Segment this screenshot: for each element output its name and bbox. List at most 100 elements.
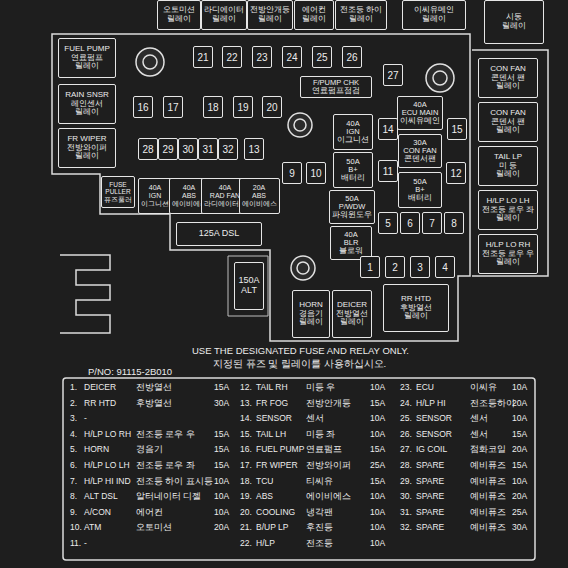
box-text: 릴레이 bbox=[349, 15, 373, 24]
fuse-rating: 10A bbox=[370, 414, 385, 424]
fuse-number: 27. bbox=[400, 445, 412, 455]
box-text: 13 bbox=[248, 144, 259, 155]
table-cell: 이씨유 bbox=[470, 383, 497, 393]
box-text: 18 bbox=[207, 102, 218, 113]
fuse-rating: 10A bbox=[370, 383, 385, 393]
table-cell: 에어컨 bbox=[136, 508, 163, 518]
table-cell: SPARE bbox=[416, 461, 444, 471]
fuse-number: 4. bbox=[70, 430, 77, 440]
table-cell: 전방안개등 bbox=[306, 399, 351, 409]
fuse-rating: 10A bbox=[512, 383, 527, 393]
box-text: 릴레이 bbox=[75, 152, 99, 161]
box-text: HORN bbox=[299, 301, 323, 310]
box-text: 150A bbox=[238, 276, 259, 286]
fuse-slot: 29 bbox=[158, 138, 178, 160]
fuse-number: 2. bbox=[70, 399, 77, 409]
box-text: 12 bbox=[450, 168, 461, 179]
fuse-rating: 15A bbox=[512, 461, 527, 471]
box-text: 에이비에스 bbox=[242, 200, 277, 208]
table-cell: SPARE bbox=[416, 492, 444, 502]
box-text: 경음기 bbox=[299, 310, 323, 319]
box-text: 후방열선 bbox=[400, 304, 432, 313]
box-text: 블로워 bbox=[339, 247, 363, 255]
box-text: 에어컨 bbox=[302, 6, 326, 15]
fuse-slot: 18 bbox=[203, 96, 223, 118]
fuse-slot: 32 bbox=[218, 138, 238, 160]
fuse-number: 23. bbox=[400, 383, 412, 393]
box-text: CON FAN bbox=[490, 65, 526, 74]
fuse-number: 28. bbox=[400, 461, 412, 471]
warning-note: USE THE DESIGNATED FUSE AND RELAY ONLY. bbox=[192, 346, 409, 357]
fuse-rating: 15A bbox=[370, 399, 385, 409]
box-text: 29 bbox=[162, 144, 173, 155]
box-text: TAIL LP bbox=[494, 153, 522, 162]
box-text: H/LP LO RH bbox=[486, 241, 530, 250]
box-text: 릴레이 bbox=[422, 15, 446, 24]
box-text: P/WDW bbox=[339, 203, 366, 211]
fuse-number: 29. bbox=[400, 477, 412, 487]
fuse-slot: 26 bbox=[342, 46, 362, 68]
box-text: 3 bbox=[417, 262, 423, 273]
fuse-slot: 25 bbox=[312, 46, 332, 68]
table-cell: 티씨유 bbox=[306, 477, 333, 487]
fuse-slot: 23 bbox=[252, 46, 272, 68]
box-text: 40A bbox=[344, 231, 357, 239]
fuse-slot: 30 bbox=[178, 138, 198, 160]
box-text: F/PUMP CHK bbox=[313, 79, 359, 87]
table-cell: 점화코일 bbox=[470, 445, 506, 455]
box-text: 16 bbox=[137, 102, 148, 113]
main-fuse: 40AIGN이그니션 bbox=[333, 114, 373, 150]
box-text: 전방열선 bbox=[336, 310, 368, 319]
table-cell: 전조등 로우 우 bbox=[136, 430, 195, 440]
table-cell: H/LP HI bbox=[416, 399, 446, 409]
fuse-number: 22. bbox=[240, 539, 252, 549]
box-text: 전방와이퍼 bbox=[67, 144, 107, 153]
table-cell: 오토미션 bbox=[136, 523, 172, 533]
box-text: 50A bbox=[413, 178, 426, 186]
fuse-rating: 10A bbox=[512, 414, 527, 424]
panel-outline bbox=[472, 50, 548, 276]
box-text: 11 bbox=[383, 166, 393, 177]
main-fuse: 40AIGN이그니션 bbox=[138, 178, 172, 214]
box-text: PULLER bbox=[105, 188, 130, 195]
fuse-rating: 20A bbox=[512, 445, 527, 455]
fuse-slot: 21 bbox=[193, 46, 213, 68]
table-cell: ALT DSL bbox=[84, 492, 118, 502]
box-text: 125A DSL bbox=[199, 229, 240, 239]
table-cell: SENSOR bbox=[256, 414, 292, 424]
box-text: 전방안개등 bbox=[250, 6, 290, 15]
table-cell: ABS bbox=[256, 492, 273, 502]
fuse-number: 31. bbox=[400, 508, 412, 518]
box-text: 6 bbox=[407, 218, 413, 229]
box-text: 40A bbox=[346, 120, 359, 128]
fuse-rating: 30A bbox=[512, 523, 527, 533]
box-text: RR HTD bbox=[401, 295, 431, 304]
fuse-rating: 15A bbox=[512, 430, 527, 440]
table-cell: 예비퓨즈 bbox=[470, 523, 506, 533]
box-text: 릴레이 bbox=[212, 15, 236, 24]
box-text: 21 bbox=[197, 52, 208, 63]
relay-box: 오토미션릴레이 bbox=[157, 0, 201, 30]
box-text: 32 bbox=[222, 144, 233, 155]
fuse-slot: 15 bbox=[447, 118, 467, 140]
fuse-slot: 3 bbox=[410, 256, 430, 278]
table-cell: SPARE bbox=[416, 523, 444, 533]
fuse-rating: 15A bbox=[214, 445, 229, 455]
fuse-number: 10. bbox=[70, 523, 82, 533]
fuse-rating: 20A bbox=[512, 492, 527, 502]
box-text: 19 bbox=[237, 102, 248, 113]
box-text: 20 bbox=[266, 102, 277, 113]
relay-box: RAIN SNSR레인센서릴레이 bbox=[58, 84, 116, 124]
box-text: FR WIPER bbox=[67, 135, 106, 144]
fuse-slot: 19 bbox=[233, 96, 253, 118]
table-cell: FR FOG bbox=[256, 399, 288, 409]
box-text: 40A bbox=[219, 184, 231, 192]
box-text: 27 bbox=[387, 70, 398, 81]
box-text: 26 bbox=[346, 52, 357, 63]
relay-box: 시동릴레이 bbox=[484, 0, 544, 44]
fuse-slot: 17 bbox=[163, 96, 183, 118]
box-text: 22 bbox=[226, 52, 237, 63]
fuse-number: 5. bbox=[70, 445, 77, 455]
fuse-rating: 15A bbox=[214, 383, 229, 393]
table-cell: - bbox=[84, 539, 87, 549]
